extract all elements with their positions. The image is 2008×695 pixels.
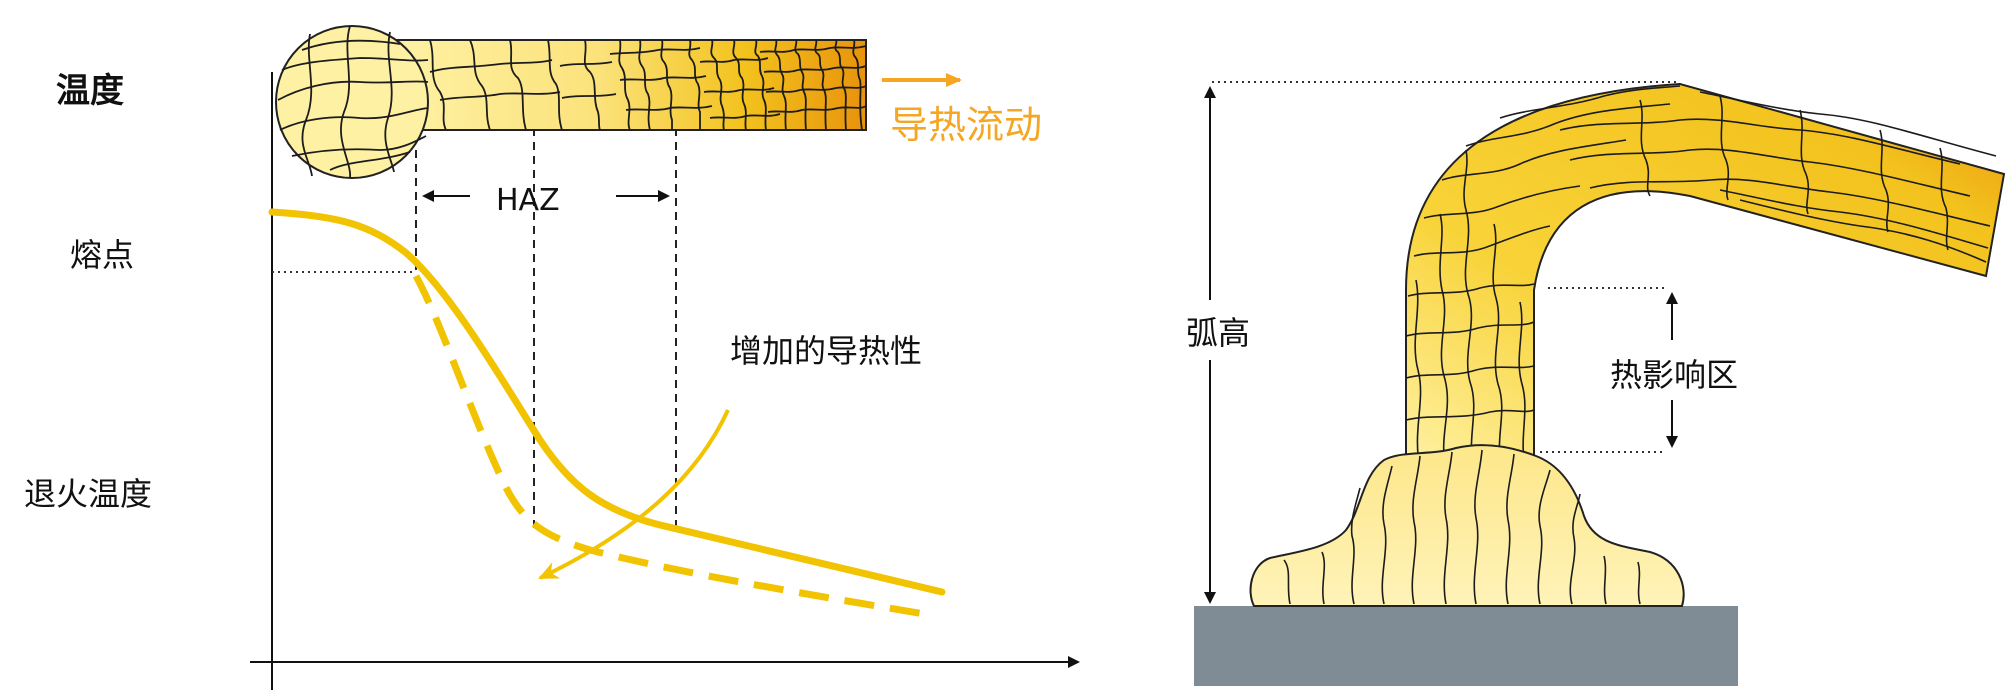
y-label-melting-point: 熔点 [70,236,134,274]
thermal-conductivity-label: 增加的导热性 [730,332,922,370]
y-label-annealing-temperature: 退火温度 [24,475,152,513]
right-diagram: 弧高 [1186,81,2006,686]
loop-grains [1405,85,1997,469]
haz-label: HAZ [496,183,560,218]
heat-flow-label: 导热流动 [890,103,1042,147]
wire-loop [1405,82,2006,471]
loop-height-label: 弧高 [1186,314,1250,352]
temperature-curve-dashed [412,274,925,618]
heat-affected-zone-label: 热影响区 [1610,356,1738,394]
bonded-ball-grains [1283,449,1641,605]
temperature-curve-solid [268,208,946,596]
ball-grains [277,25,429,179]
left-diagram: 温度 熔点 退火温度 HAZ 增加的导热性 [24,25,1080,690]
y-label-temperature: 温度 [56,71,124,111]
substrate [1194,606,1738,686]
wire-with-ball [275,25,867,179]
wire-grains [429,39,867,131]
thermal-conductivity-arrow [538,409,730,580]
bonded-ball [1249,444,1685,607]
